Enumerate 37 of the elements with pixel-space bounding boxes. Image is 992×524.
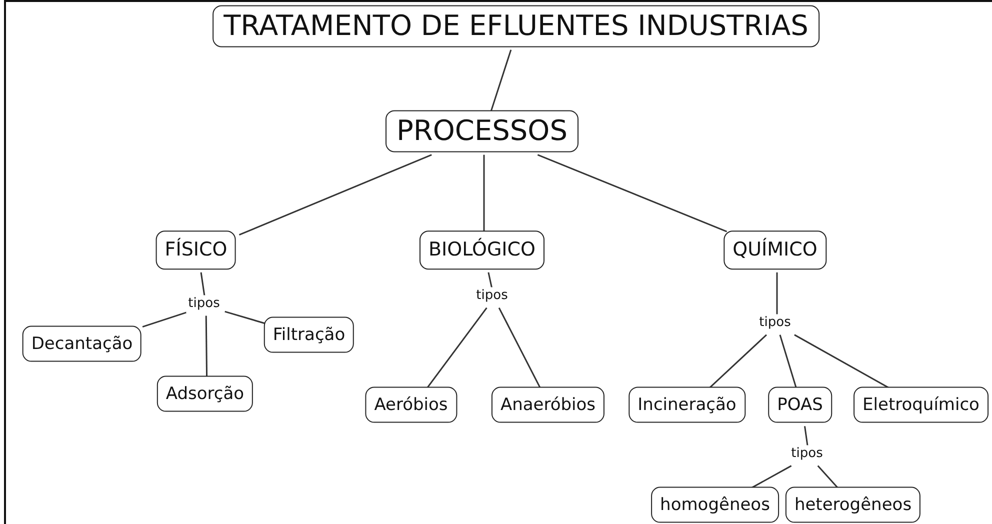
linking-phrase: tipos bbox=[474, 287, 510, 305]
connector-line bbox=[205, 316, 208, 377]
concept-box: QUÍMICO bbox=[724, 230, 826, 270]
connector-line bbox=[498, 307, 541, 388]
connector-line bbox=[804, 426, 808, 446]
connector-line bbox=[483, 154, 485, 232]
connector-line bbox=[488, 272, 493, 288]
connector-line bbox=[142, 311, 188, 328]
concept-box: Decantação bbox=[22, 326, 142, 362]
concept-box: Adsorção bbox=[156, 376, 254, 412]
concept-box: BIOLÓGICO bbox=[420, 230, 544, 270]
connector-line bbox=[776, 272, 778, 316]
concept-box: Eletroquímico bbox=[854, 386, 988, 424]
concept-box: TRATAMENTO DE EFLUENTES INDUSTRIAS bbox=[212, 5, 820, 47]
connector-line bbox=[490, 50, 512, 112]
concept-box: Aeróbios bbox=[365, 386, 457, 424]
connector-line bbox=[224, 310, 266, 324]
connector-line bbox=[817, 465, 838, 488]
connector-line bbox=[709, 334, 767, 388]
linking-phrase: tipos bbox=[789, 445, 825, 463]
concept-box: homogêneos bbox=[651, 486, 779, 524]
connector-line bbox=[238, 154, 432, 236]
connector-line bbox=[751, 465, 792, 488]
connector-line bbox=[426, 307, 488, 388]
concept-box: Anaeróbios bbox=[491, 386, 605, 424]
concept-box: heterogêneos bbox=[785, 486, 921, 524]
concept-box: Filtração bbox=[264, 316, 354, 354]
connector-line bbox=[794, 334, 890, 388]
linking-phrase: tipos bbox=[757, 314, 793, 332]
linking-phrase: tipos bbox=[186, 295, 222, 313]
concept-box: FÍSICO bbox=[156, 230, 236, 270]
connector-line bbox=[200, 272, 206, 296]
connector-line bbox=[779, 334, 797, 388]
connector-line bbox=[537, 154, 728, 232]
concept-box: Incineração bbox=[628, 386, 746, 424]
concept-box: POAS bbox=[768, 386, 832, 424]
concept-box: PROCESSOS bbox=[386, 110, 578, 152]
